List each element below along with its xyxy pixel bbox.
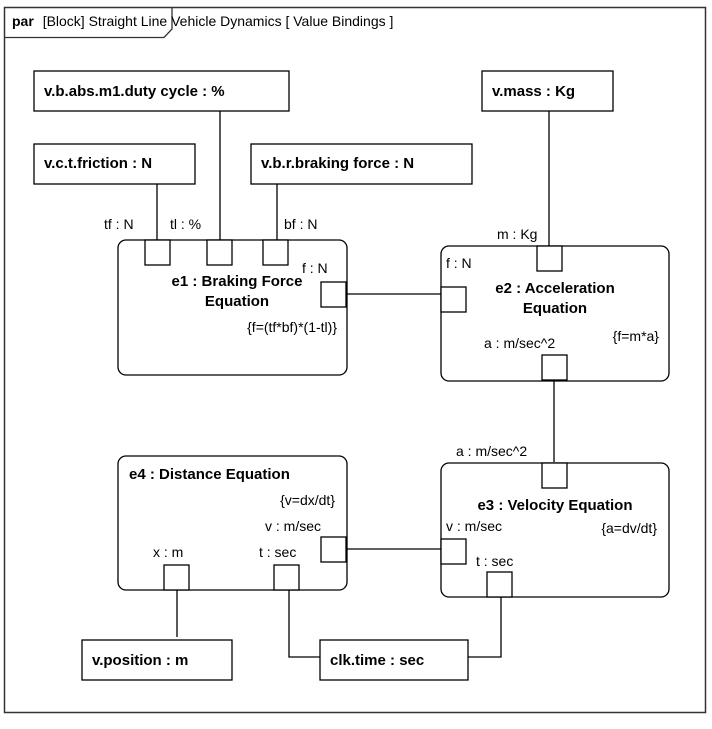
value-label: v.c.t.friction : N	[44, 155, 152, 172]
constraint-expression: {a=dv/dt}	[601, 520, 657, 536]
value-property-braking-force[interactable]: v.b.r.braking force : N	[250, 143, 473, 185]
port-label-e1-tl: tl : %	[170, 216, 201, 232]
port-e3-t[interactable]	[486, 571, 513, 598]
frame-header-tab	[4, 7, 517, 34]
constraint-expression: {v=dx/dt}	[280, 492, 335, 508]
value-label: clk.time : sec	[330, 652, 424, 669]
binding-connectors	[156, 111, 555, 658]
constraint-name-line2: Equation	[523, 300, 587, 317]
port-label-e2-a: a : m/sec^2	[484, 335, 555, 351]
value-label: v.position : m	[92, 652, 188, 669]
port-label-e2-m: m : Kg	[497, 226, 537, 242]
constraint-expression: {f=(tf*bf)*(1-tl)}	[247, 319, 337, 335]
port-label-e2-f: f : N	[446, 255, 472, 271]
diagram-frame	[3, 6, 707, 714]
port-e2-f[interactable]	[440, 286, 467, 313]
connector-e4t-time[interactable]	[288, 589, 320, 658]
frame-header-border	[4, 7, 173, 39]
port-label-e3-v: v : m/sec	[446, 518, 502, 534]
frame-kind: par	[12, 13, 34, 29]
value-property-mass[interactable]: v.mass : Kg	[481, 70, 614, 112]
value-label: v.mass : Kg	[492, 83, 575, 100]
constraint-name: e1 : Braking Force	[172, 273, 303, 290]
port-label-e4-v: v : m/sec	[265, 518, 321, 534]
value-property-friction[interactable]: v.c.t.friction : N	[33, 143, 196, 185]
constraint-e3-velocity[interactable]: e3 : Velocity Equation {a=dv/dt}	[440, 462, 670, 598]
port-e3-v[interactable]	[440, 538, 467, 565]
port-e2-m[interactable]	[536, 245, 563, 272]
constraint-name: e4 : Distance Equation	[129, 466, 290, 483]
constraint-name: e2 : Acceleration	[495, 280, 615, 297]
port-e1-f[interactable]	[320, 281, 347, 308]
value-label: v.b.r.braking force : N	[261, 155, 414, 172]
port-label-e4-x: x : m	[153, 544, 183, 560]
port-e1-tl[interactable]	[206, 239, 233, 266]
port-label-e1-tf: tf : N	[104, 216, 134, 232]
frame-header: par [Block] Straight Line Vehicle Dynami…	[12, 13, 393, 29]
port-e2-a[interactable]	[541, 354, 568, 381]
constraint-e2-acceleration[interactable]: e2 : Acceleration Equation {f=m*a}	[440, 245, 670, 382]
connector-time-e3t[interactable]	[468, 596, 502, 658]
port-label-e1-bf: bf : N	[284, 216, 317, 232]
frame-title: [Block] Straight Line Vehicle Dynamics […	[43, 13, 394, 29]
port-e4-v[interactable]	[320, 536, 347, 563]
port-e3-a[interactable]	[541, 462, 568, 489]
port-e1-tf[interactable]	[144, 239, 171, 266]
constraint-e4-distance[interactable]: e4 : Distance Equation {v=dx/dt}	[117, 455, 348, 591]
port-label-e3-t: t : sec	[476, 553, 513, 569]
value-label: v.b.abs.m1.duty cycle : %	[44, 83, 225, 100]
constraint-name-line2: Equation	[205, 293, 269, 310]
constraint-expression: {f=m*a}	[613, 328, 660, 344]
constraint-name: e3 : Velocity Equation	[477, 497, 632, 514]
port-e1-bf[interactable]	[262, 239, 289, 266]
constraint-e1-braking-force[interactable]: e1 : Braking Force Equation {f=(tf*bf)*(…	[117, 239, 348, 376]
port-label-e3-a: a : m/sec^2	[456, 443, 527, 459]
port-label-e4-t: t : sec	[259, 544, 296, 560]
value-property-clock-time[interactable]: clk.time : sec	[319, 639, 469, 681]
port-e4-x[interactable]	[163, 564, 190, 591]
value-property-duty-cycle[interactable]: v.b.abs.m1.duty cycle : %	[33, 70, 290, 112]
port-e4-t[interactable]	[273, 564, 300, 591]
port-label-e1-f: f : N	[302, 260, 328, 276]
value-property-position[interactable]: v.position : m	[81, 639, 233, 681]
